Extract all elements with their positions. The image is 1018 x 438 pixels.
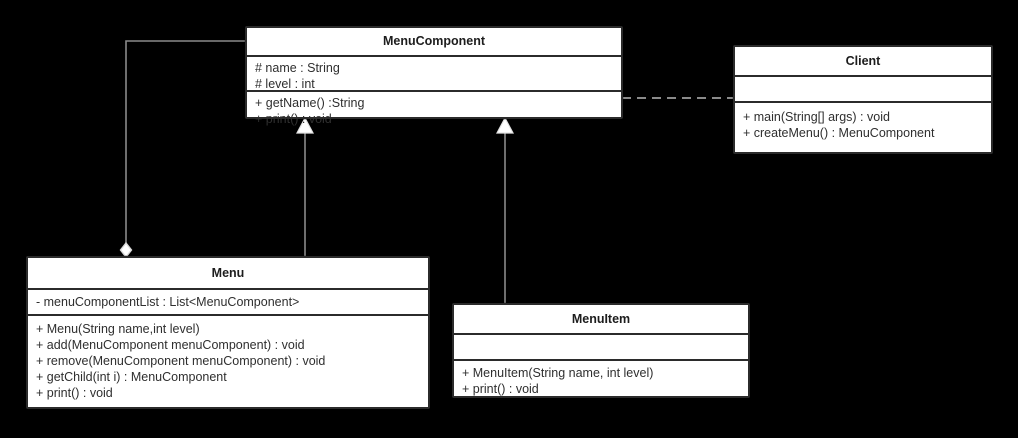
attribute-row: # name : String bbox=[255, 61, 340, 75]
operation-row: + print() : void bbox=[255, 112, 332, 126]
operation-row: + createMenu() : MenuComponent bbox=[743, 126, 935, 140]
class-box-client[interactable]: Client + main(String[] args) : void + cr… bbox=[733, 45, 993, 154]
class-name-menucomponent: MenuComponent bbox=[382, 34, 486, 49]
operations-compartment-menuitem: + MenuItem(String name, int level) + pri… bbox=[454, 359, 748, 396]
operation-row: + remove(MenuComponent menuComponent) : … bbox=[36, 354, 326, 368]
operation-row: + getName() :String bbox=[255, 96, 365, 110]
operation-row: + add(MenuComponent menuComponent) : voi… bbox=[36, 338, 305, 352]
operation-row: + getChild(int i) : MenuComponent bbox=[36, 370, 227, 384]
class-name-menuitem: MenuItem bbox=[571, 311, 631, 326]
operation-row: + print() : void bbox=[36, 386, 113, 400]
attributes-compartment-client bbox=[735, 75, 991, 101]
operations-compartment-menu: + Menu(String name,int level) + add(Menu… bbox=[28, 314, 428, 407]
class-box-menuitem[interactable]: MenuItem + MenuItem(String name, int lev… bbox=[452, 303, 750, 398]
operation-row: + print() : void bbox=[462, 382, 539, 396]
generalization-menuitem-menucomponent bbox=[496, 116, 514, 303]
aggregation-menu-menucomponent bbox=[119, 40, 245, 259]
attribute-row: - menuComponentList : List<MenuComponent… bbox=[36, 295, 300, 309]
operation-row: + Menu(String name,int level) bbox=[36, 322, 200, 336]
class-box-menu[interactable]: Menu - menuComponentList : List<MenuComp… bbox=[26, 256, 430, 409]
attributes-compartment-menuitem bbox=[454, 333, 748, 359]
operations-compartment-client: + main(String[] args) : void + createMen… bbox=[735, 101, 991, 152]
class-name-client: Client bbox=[845, 53, 881, 68]
hollow-diamond-marker bbox=[119, 241, 133, 259]
attributes-compartment-menu: - menuComponentList : List<MenuComponent… bbox=[28, 288, 428, 314]
operation-row: + MenuItem(String name, int level) bbox=[462, 366, 654, 380]
attribute-row: # level : int bbox=[255, 77, 315, 91]
operations-compartment-menucomponent: + getName() :String + print() : void bbox=[247, 90, 621, 126]
class-name-menu: Menu bbox=[211, 265, 245, 280]
operation-row: + main(String[] args) : void bbox=[743, 110, 890, 124]
class-box-menucomponent[interactable]: MenuComponent # name : String # level : … bbox=[245, 26, 623, 126]
attributes-compartment-menucomponent: # name : String # level : int bbox=[247, 55, 621, 91]
generalization-menu-menucomponent bbox=[296, 116, 314, 256]
